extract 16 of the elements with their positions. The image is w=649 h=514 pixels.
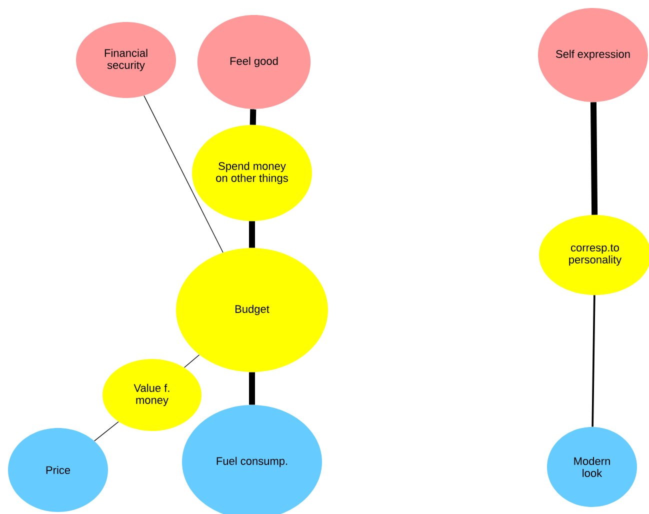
connector-line xyxy=(144,95,224,253)
connector-line xyxy=(590,102,598,215)
ellipse-node: Modern look xyxy=(547,426,637,507)
ellipse-node: Value f. money xyxy=(102,358,202,431)
connector-line xyxy=(94,421,119,442)
ellipse-node: Price xyxy=(8,428,108,512)
connector-line xyxy=(249,221,255,248)
ellipse-node: Spend money on other things xyxy=(192,125,312,221)
connector-line xyxy=(250,109,256,125)
connector-line xyxy=(592,295,596,427)
ellipse-node: Self expression xyxy=(538,8,648,102)
connector-line xyxy=(184,354,200,368)
connector-line xyxy=(249,372,255,405)
ellipse-node: Budget xyxy=(176,248,328,372)
ellipse-node: Financial security xyxy=(76,22,176,98)
ellipse-node: Feel good xyxy=(197,15,311,109)
